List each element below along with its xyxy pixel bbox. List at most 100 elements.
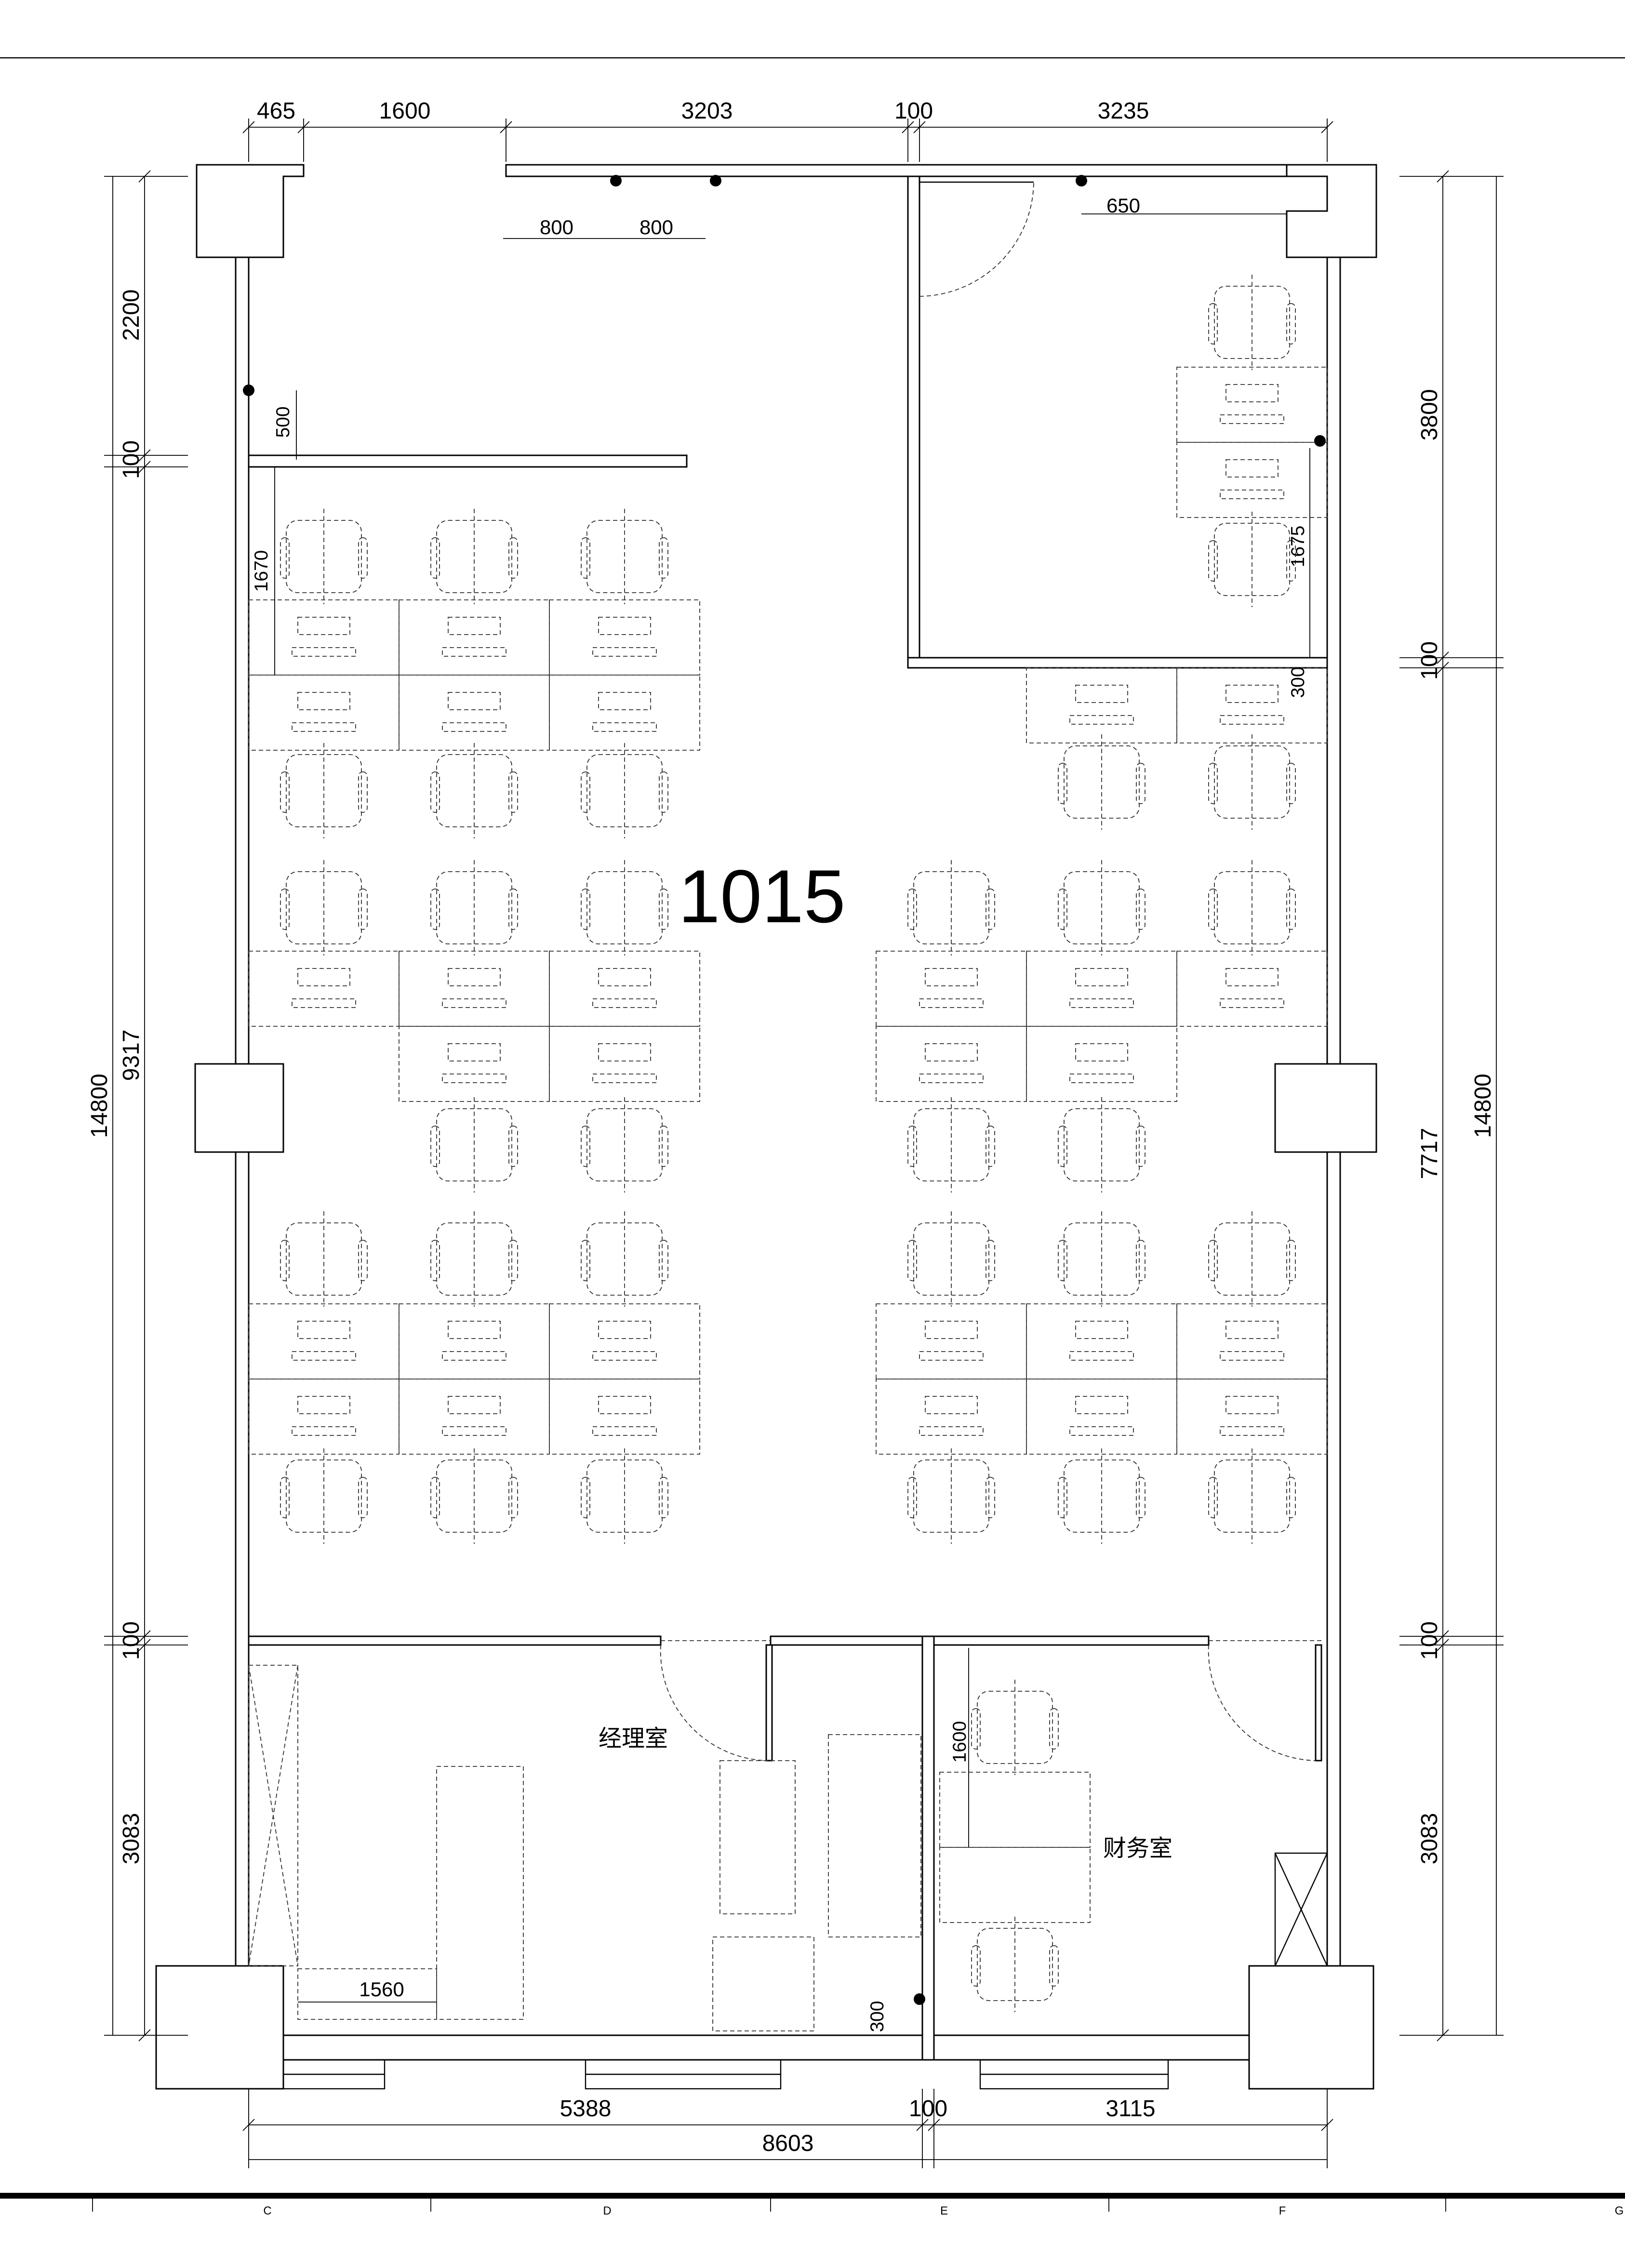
power-outlet-icon bbox=[710, 175, 721, 186]
desk bbox=[549, 1026, 700, 1102]
office-chair bbox=[1208, 275, 1296, 370]
desk bbox=[876, 1026, 1027, 1102]
desk bbox=[248, 599, 400, 676]
office-chair bbox=[1208, 1211, 1296, 1307]
office-chair bbox=[430, 1097, 518, 1193]
dimension-label: 800 bbox=[639, 216, 673, 239]
office-chair bbox=[1058, 1097, 1145, 1193]
office-chair bbox=[581, 743, 668, 838]
dimension-label: 3083 bbox=[119, 1813, 144, 1865]
dimension-label: 465 bbox=[257, 98, 295, 124]
dimension-label: 100 bbox=[894, 98, 933, 124]
office-chair bbox=[430, 743, 518, 838]
axis-label: C bbox=[263, 2204, 271, 2217]
office-chair bbox=[1208, 734, 1296, 830]
walls bbox=[235, 164, 1341, 2061]
dimension-label: 800 bbox=[540, 216, 573, 239]
power-outlet-icon bbox=[1314, 435, 1326, 447]
office-chair bbox=[1208, 512, 1296, 607]
office-chair bbox=[430, 860, 518, 955]
desk bbox=[549, 599, 700, 676]
dimension-label: 3115 bbox=[1106, 2096, 1155, 2122]
dimension-label: 14800 bbox=[87, 1074, 112, 1138]
desk bbox=[399, 675, 550, 751]
desk bbox=[549, 1303, 700, 1379]
office-chair bbox=[581, 1211, 668, 1307]
room-number: 1015 bbox=[678, 855, 845, 939]
dimension-label: 3800 bbox=[1417, 389, 1442, 441]
desk bbox=[549, 1379, 700, 1455]
office-chair bbox=[1058, 1211, 1145, 1307]
power-outlet-icon bbox=[1076, 175, 1087, 186]
dimension-label: 100 bbox=[1417, 641, 1442, 680]
axis-label: F bbox=[1279, 2204, 1286, 2217]
desk bbox=[549, 675, 700, 751]
office-chair bbox=[581, 860, 668, 955]
dimension-label: 300 bbox=[1288, 666, 1308, 698]
office-chair bbox=[430, 1211, 518, 1307]
desk bbox=[1026, 951, 1177, 1027]
desk bbox=[399, 599, 550, 676]
power-outlet-icon bbox=[610, 175, 622, 186]
desk bbox=[876, 1379, 1027, 1455]
office-chair bbox=[280, 860, 368, 955]
grid-axes: C D E F G bbox=[92, 2199, 1624, 2217]
columns bbox=[155, 164, 1377, 2090]
desk bbox=[1176, 367, 1328, 443]
axis-label: E bbox=[940, 2204, 948, 2217]
desk bbox=[399, 1026, 550, 1102]
office-chair bbox=[1208, 1448, 1296, 1544]
desk bbox=[1026, 1026, 1177, 1102]
desk bbox=[1026, 1303, 1177, 1379]
axis-label: D bbox=[603, 2204, 611, 2217]
dimension-label: 100 bbox=[1417, 1621, 1442, 1660]
axis-label: G bbox=[1615, 2204, 1624, 2217]
dimension-label: 500 bbox=[273, 406, 293, 438]
dimension-label: 100 bbox=[909, 2096, 947, 2122]
office-chair bbox=[280, 1211, 368, 1307]
office-chair bbox=[280, 509, 368, 604]
office-chair bbox=[430, 509, 518, 604]
desk bbox=[1176, 1303, 1328, 1379]
desk bbox=[248, 951, 400, 1027]
workstations bbox=[248, 275, 1328, 2012]
office-chair bbox=[280, 1448, 368, 1544]
desk bbox=[399, 1379, 550, 1455]
dimension-label: 100 bbox=[119, 1621, 144, 1660]
dimension-label: 3083 bbox=[1417, 1813, 1442, 1865]
office-chair bbox=[581, 509, 668, 604]
finance-room-label: 财务室 bbox=[1103, 1835, 1172, 1862]
desk bbox=[399, 1303, 550, 1379]
office-chair bbox=[1058, 860, 1145, 955]
dimension-label: 8603 bbox=[762, 2131, 814, 2156]
desk bbox=[248, 1379, 400, 1455]
office-chair bbox=[1058, 734, 1145, 830]
desk bbox=[1026, 667, 1177, 743]
office-chair bbox=[971, 1917, 1059, 2012]
desk bbox=[876, 1303, 1027, 1379]
dimension-label: 1675 bbox=[1288, 526, 1308, 568]
desk bbox=[1026, 1379, 1177, 1455]
desk bbox=[1176, 1379, 1328, 1455]
office-chair bbox=[907, 860, 995, 955]
desk bbox=[1176, 951, 1328, 1027]
manager-room-label: 经理室 bbox=[599, 1725, 668, 1752]
dimension-label: 300 bbox=[867, 2001, 888, 2032]
bottom-border-bar bbox=[0, 2193, 1625, 2199]
doors bbox=[660, 181, 1316, 1761]
dimension-label: 100 bbox=[119, 440, 144, 479]
office-chair bbox=[430, 1448, 518, 1544]
office-furniture bbox=[248, 1665, 1328, 2031]
office-chair bbox=[1208, 860, 1296, 955]
dimension-label: 3203 bbox=[681, 98, 733, 124]
office-chair bbox=[971, 1680, 1059, 1775]
office-chair bbox=[1058, 1448, 1145, 1544]
desk bbox=[248, 1303, 400, 1379]
dimension-label: 5388 bbox=[560, 2096, 612, 2122]
power-outlet-icon bbox=[914, 1993, 925, 2005]
office-chair bbox=[280, 743, 368, 838]
dimension-label: 1600 bbox=[379, 98, 431, 124]
office-chair bbox=[907, 1097, 995, 1193]
